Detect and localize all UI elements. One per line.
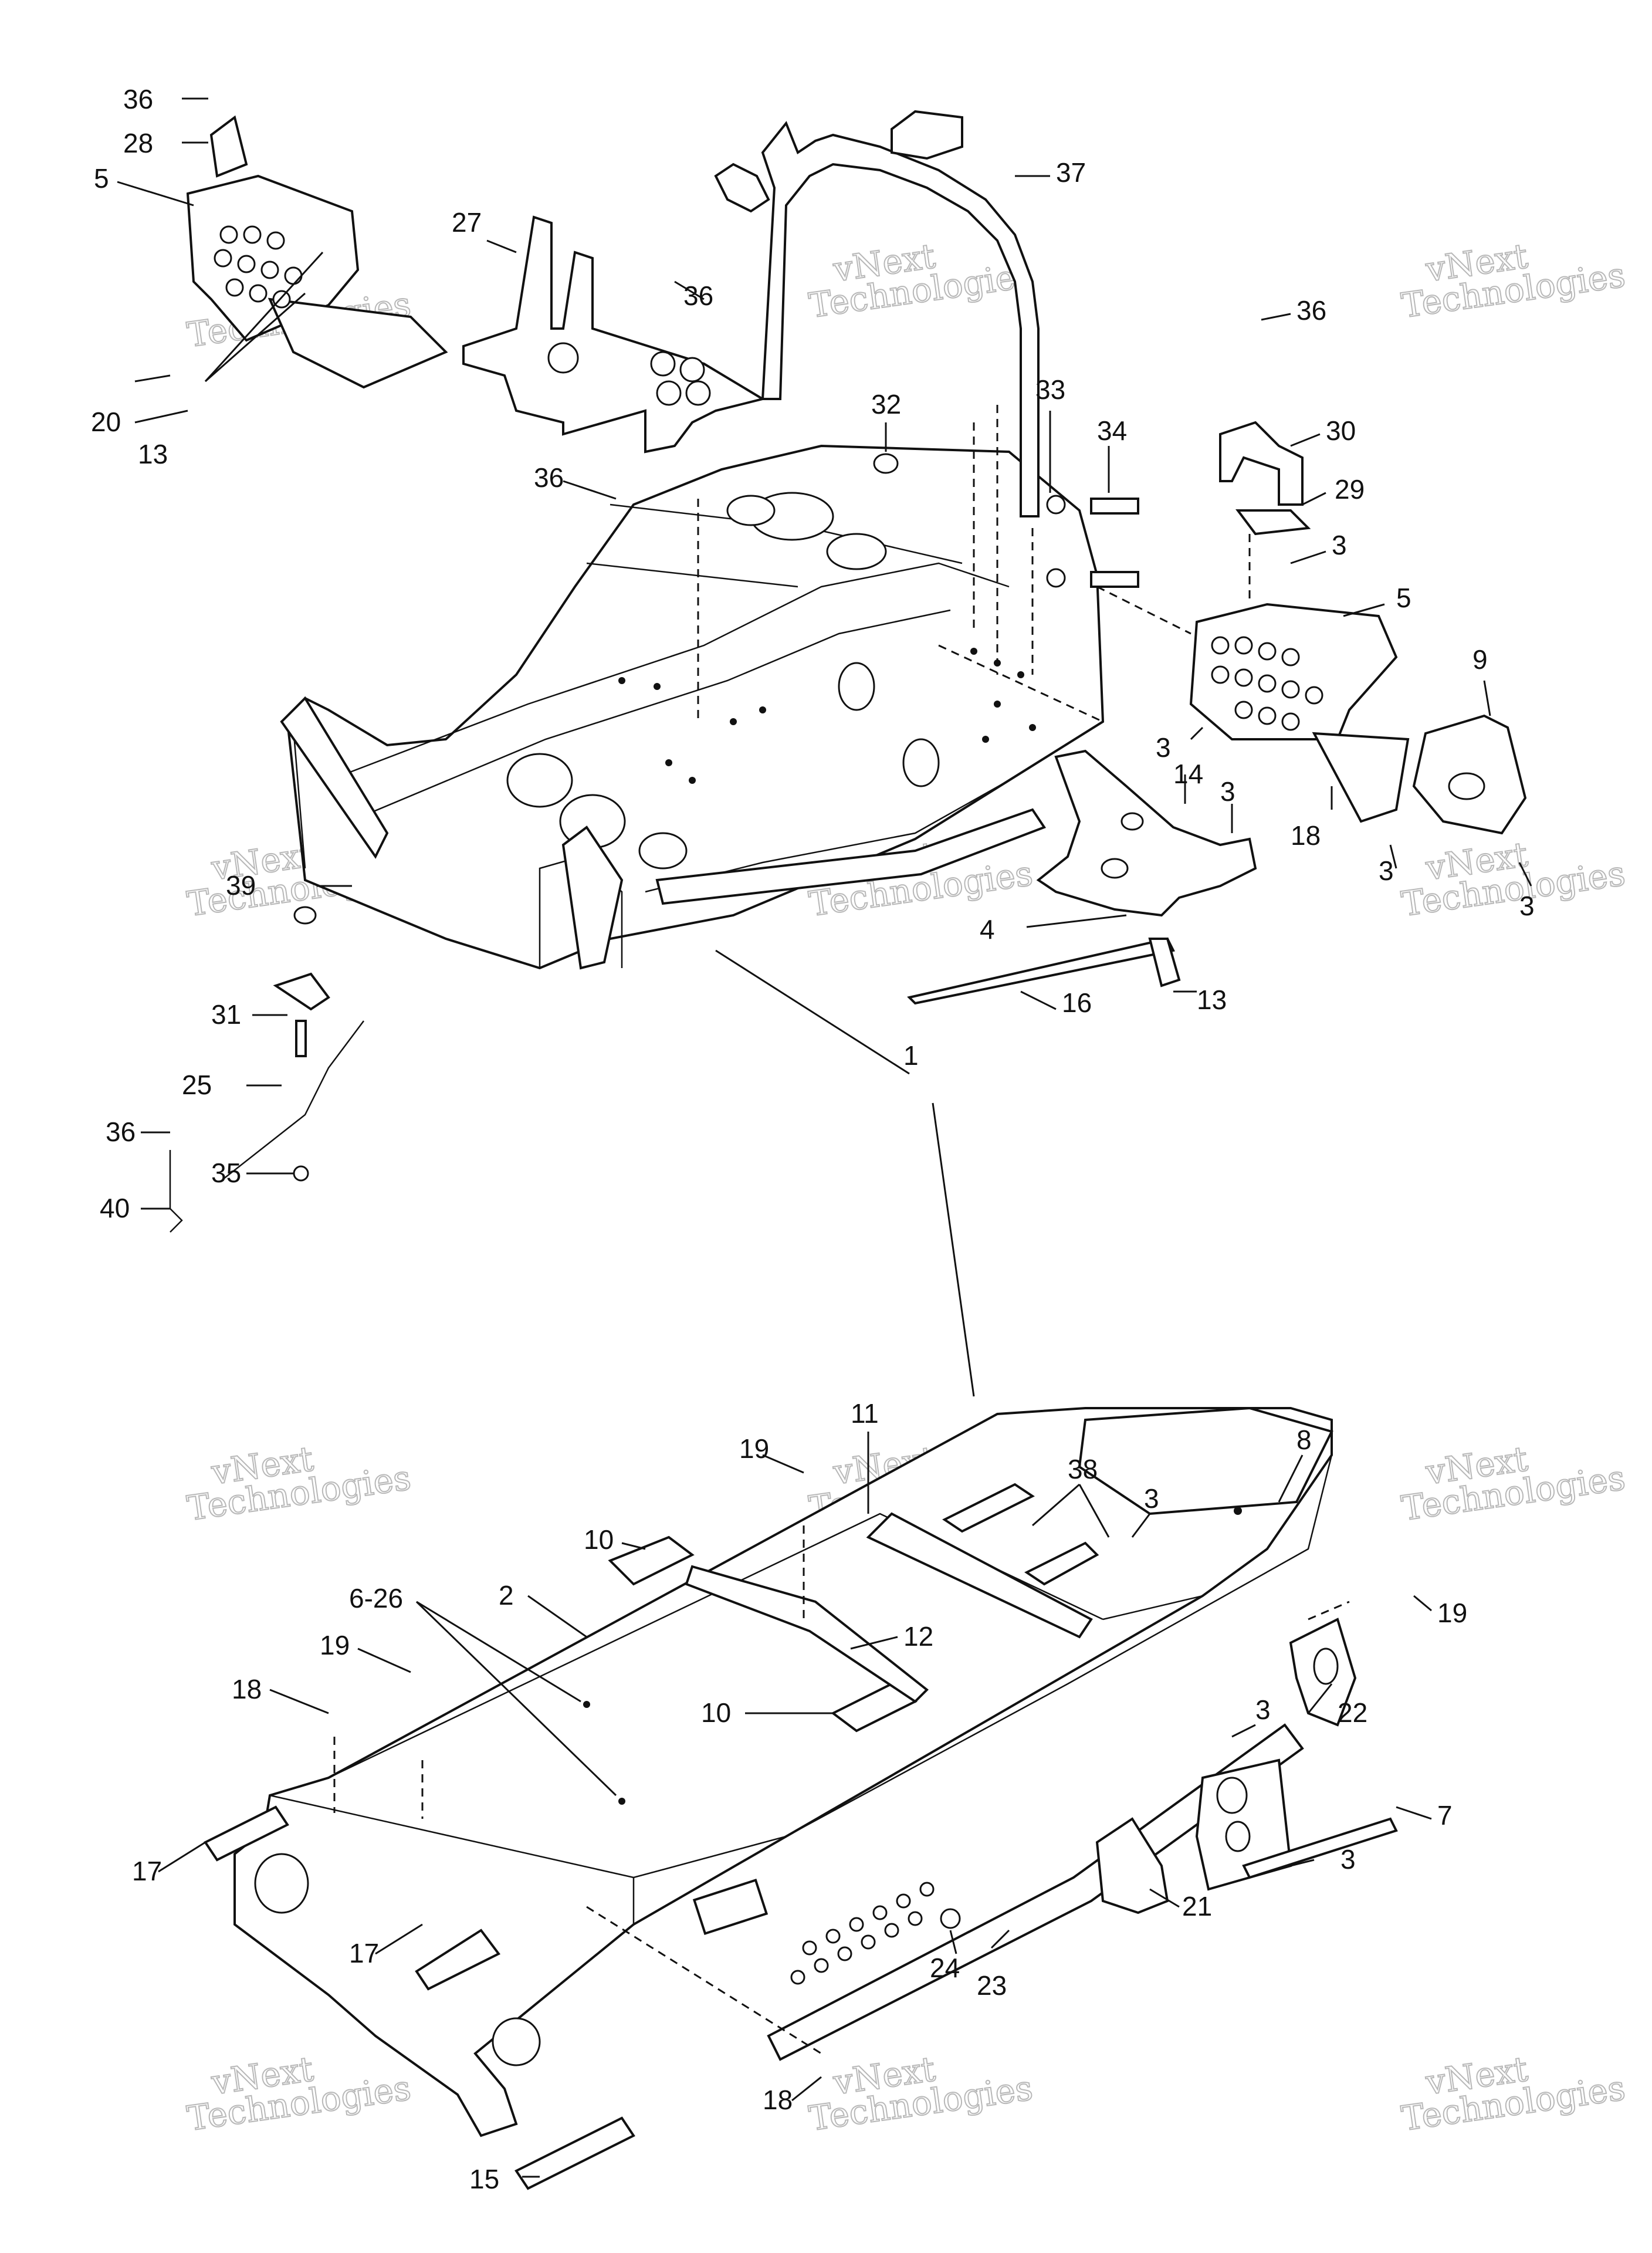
part-17-rail-a [204,1805,289,1862]
part-12-bracket [685,1565,929,1703]
callout-25: 25 [182,1070,212,1100]
part-24-washer [940,1908,961,1929]
callout-13: 13 [138,439,168,469]
callout-8: 8 [1296,1425,1312,1455]
tunnel-assembly [204,1406,1398,2190]
watermark: vNext Technologies [1399,235,1629,326]
part-15-rod [514,2116,635,2190]
holes [790,1882,935,1985]
part-17-rail-b [415,1929,501,1991]
callout-labels: 36 28 5 20 13 27 36 36 37 32 33 34 36 30… [91,84,1535,2194]
part-34-bolt-b [1090,571,1139,588]
callout-32: 32 [871,389,901,420]
callout-2: 2 [499,1580,514,1611]
part-2-tunnel [233,1407,1333,2137]
callout-40: 40 [100,1193,130,1223]
part-40-hook [169,1150,183,1233]
callout-3: 3 [1144,1483,1159,1514]
callout-3: 3 [1220,776,1235,807]
callout-27: 27 [452,207,482,238]
callout-17: 17 [349,1938,379,1968]
callout-18: 18 [1291,820,1321,851]
rivets [618,648,1036,784]
callout-36: 36 [123,84,153,114]
callout-30: 30 [1326,415,1356,446]
callout-12: 12 [903,1621,933,1652]
callout-9: 9 [1472,644,1488,675]
callout-33: 33 [1035,374,1065,405]
part-39-plug [293,906,317,925]
part-33-washer [1046,495,1066,515]
callout-17: 17 [132,1856,162,1886]
part-32-grommet [873,453,899,474]
holes [214,225,303,309]
holes [1211,636,1323,731]
callout-13: 13 [1197,985,1227,1015]
callout-24: 24 [930,1953,960,1983]
part-1-front-frame [286,444,1105,970]
part-37-steering-support [761,121,1040,517]
part-31-bolt [295,1020,307,1057]
callout-16: 16 [1062,987,1092,1018]
callout-5: 5 [1396,583,1411,613]
callout-31: 31 [211,999,241,1030]
part-34-bolt [1090,498,1139,515]
callout-19: 19 [1437,1598,1467,1628]
part-35-nut [293,1165,309,1182]
callout-19: 19 [320,1630,350,1660]
callout-3: 3 [1332,530,1347,560]
callout-23: 23 [977,1970,1007,2001]
leader-lines [117,97,1532,2178]
callout-29: 29 [1335,474,1365,505]
part-5-footrest-left [186,174,360,342]
callout-10: 10 [584,1524,614,1555]
callout-36: 36 [106,1117,136,1147]
callout-36: 36 [683,280,713,311]
callout-35: 35 [211,1158,241,1188]
assembly-lines [333,405,1350,2055]
callout-11: 11 [851,1398,879,1429]
callout-3: 3 [1379,855,1394,886]
part-14-bracket [1036,749,1257,917]
part-10-block-a [608,1535,695,1586]
callout-36: 36 [534,462,564,493]
front-frame-assembly [280,444,1105,970]
callout-3: 3 [1156,732,1171,763]
part-27-bracket [462,215,766,454]
watermark: vNext Technologies [1399,834,1629,925]
watermark: vNext Technologies [806,2048,1036,2139]
part-29-plate [1235,509,1311,536]
part-16-strip [907,937,1175,1005]
part-30-clip [1219,421,1304,506]
callout-3: 3 [1519,891,1535,921]
callout-36: 36 [1296,295,1326,326]
callout-18: 18 [232,1674,262,1704]
callout-7: 7 [1437,1800,1453,1831]
callout-3: 3 [1255,1694,1271,1725]
callout-4: 4 [980,914,995,945]
callout-3: 3 [1340,1844,1356,1875]
watermark: vNext Technologies [184,1438,414,1529]
callout-37: 37 [1056,157,1086,188]
callout-5: 5 [94,163,109,194]
callout-6-26: 6-26 [349,1583,403,1613]
callout-21: 21 [1182,1891,1212,1922]
callout-10: 10 [701,1697,731,1728]
callout-28: 28 [123,128,153,158]
callout-38: 38 [1068,1454,1098,1484]
watermark: vNext Technologies [1399,2048,1629,2139]
callout-1: 1 [903,1040,919,1071]
callout-19: 19 [739,1433,769,1464]
callout-18: 18 [763,2085,793,2115]
watermark: vNext Technologies [184,2048,414,2139]
part-25-cable-clamp [273,972,330,1011]
callout-39: 39 [226,870,256,901]
callout-15: 15 [469,2164,499,2194]
callout-14: 14 [1173,759,1203,789]
callout-34: 34 [1097,415,1127,446]
watermark: vNext Technologies [1399,1438,1629,1529]
callout-22: 22 [1338,1697,1367,1728]
callout-20: 20 [91,407,121,437]
